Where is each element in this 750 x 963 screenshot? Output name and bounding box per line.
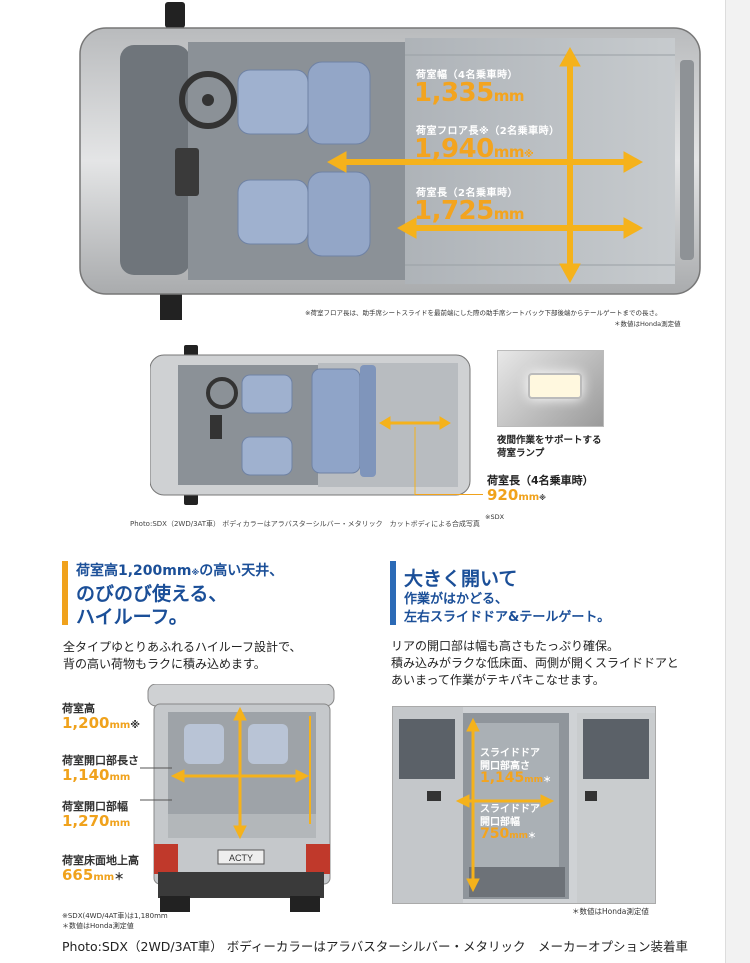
right-footnote: ＊数値はHonda測定値 [572,907,649,916]
dim-unit-opening-width: mm [109,818,131,829]
van-rear-view-illustration: ACTY [140,683,340,914]
cargo-lamp-caption-1: 夜間作業をサポートする [497,435,602,446]
cargo-length-4seat-label: 荷室長（4名乗車時） [487,474,594,487]
sdx-note: ※SDX [485,513,505,521]
cargo-lamp-caption-2: 荷室ランプ [497,448,545,459]
left-heading-line2: のびのび使える、 [76,583,228,605]
cargo-width-value: 1,335mm [414,78,525,108]
dim-label-opening-width: 荷室開口部幅 [62,800,128,813]
van-top-view-4seat-svg [149,345,471,505]
floor-length-mark: ※ [524,149,534,160]
cargo-width-unit: mm [493,87,525,105]
cargo-length-4seat-number: 920 [487,486,519,504]
right-body-line1: リアの開口部は幅も高さもたっぷり確保。 [391,639,620,653]
dim-unit-cargo-height: mm [109,720,131,731]
floor-length-value: 1,940mm※ [414,134,534,164]
door-height-number: 1,145 [480,770,525,786]
van-top-view-svg [79,2,701,324]
dim-value-cargo-height: 1,200mm※ [62,714,140,732]
cargo-length-value: 1,725mm [414,196,525,226]
floor-length-unit: mm [493,143,525,161]
measurement-note-top: ＊数値はHonda測定値 [614,320,681,328]
cargo-length-4seat-unit: mm [518,492,540,503]
page-edge-strip [725,0,750,963]
floor-length-label: 荷室フロア長※（2名乗車時） [416,126,560,137]
left-footnote-1: ※SDX(4WD/4AT車)は1,180mm [62,912,168,920]
mid-view-illustration [149,345,480,505]
left-body-line1: 全タイプゆとりあふれるハイルーフ設計で、 [63,640,302,654]
dim-unit-opening-height: mm [109,772,131,783]
dim-value-opening-height: 1,140mm [62,766,130,784]
door-height-label-1: スライドドア [480,748,540,759]
door-height-value: 1,145mm＊ [480,770,551,786]
door-height-unit: mm [524,775,544,785]
left-heading-line3: ハイルーフ。 [76,606,188,628]
door-height-label-2: 開口部高さ [480,761,530,772]
floor-length-number: 1,940 [414,134,494,164]
door-width-mark: ＊ [528,831,536,840]
cargo-width-label: 荷室幅（4名乗車時） [416,70,518,81]
door-width-value: 750mm＊ [480,826,536,842]
floor-length-footnote: ※荷室フロア長は、助手席シートスライドを最前端にした際の助手席シートバック下部後… [305,309,662,317]
left-heading-line1: 荷室高1,200mm※の高い天井、 [76,560,283,580]
leader-line [415,494,483,495]
left-heading-line1-mark: ※ [191,568,200,577]
dim-unit-floor-height: mm [93,872,115,883]
right-heading-bar [390,561,396,625]
door-width-number: 750 [480,826,510,842]
cargo-length-4seat-value: 920mm※ [487,486,546,504]
footer-photo-caption: Photo:SDX（2WD/3AT車） ボディーカラーはアラバスターシルバー・メ… [62,939,689,954]
left-heading-bar [62,561,68,625]
dim-value-floor-height: 665mm＊ [62,866,124,884]
dim-number-floor-height: 665 [62,866,94,884]
right-heading-line3: 左右スライドドア&テールゲート。 [404,610,611,625]
right-heading-line1: 大きく開いて [404,568,518,590]
door-width-label-1: スライドドア [480,804,540,815]
dim-mark-cargo-height: ※ [130,720,141,731]
side-door-photo [392,706,656,904]
left-body-line2: 背の高い荷物もラクに積み込めます。 [63,657,266,671]
dim-number-opening-width: 1,270 [62,812,110,830]
cargo-lamp-photo [497,350,604,427]
right-body-line2: 積み込みがラクな低床面、両側が開くスライドドアと [391,656,679,670]
dim-label-opening-height: 荷室開口部長さ [62,754,139,767]
mid-photo-caption: Photo:SDX（2WD/3AT車） ボディカラーはアラバスターシルバー・メタ… [130,520,480,528]
dim-mark-floor-height: ＊ [114,872,125,883]
top-view-illustration [60,0,720,324]
cargo-length-label: 荷室長（2名乗車時） [416,188,518,199]
door-width-label-2: 開口部幅 [480,817,520,828]
dim-label-cargo-height: 荷室高 [62,702,95,715]
dim-number-cargo-height: 1,200 [62,714,110,732]
left-footnote-2: ＊数値はHonda測定値 [62,922,134,930]
dim-number-opening-height: 1,140 [62,766,110,784]
cargo-length-unit: mm [493,205,525,223]
door-width-unit: mm [509,831,528,841]
cargo-width-number: 1,335 [414,78,494,108]
left-heading-line1-b: の高い天井、 [199,563,284,579]
door-height-mark: ＊ [543,775,552,784]
right-body-line3: あいまって作業がテキパキこなせます。 [391,673,605,687]
side-door-svg [393,707,655,903]
cargo-length-4seat-mark: ※ [539,494,546,502]
cargo-length-number: 1,725 [414,196,494,226]
left-heading-line1-a: 荷室高1,200mm [76,563,192,579]
right-heading-line2: 作業がはかどる、 [404,592,509,607]
dim-label-floor-height: 荷室床面地上高 [62,854,139,867]
dim-value-opening-width: 1,270mm [62,812,130,830]
plate-text: ACTY [229,853,253,863]
van-rear-svg: ACTY [140,683,335,912]
